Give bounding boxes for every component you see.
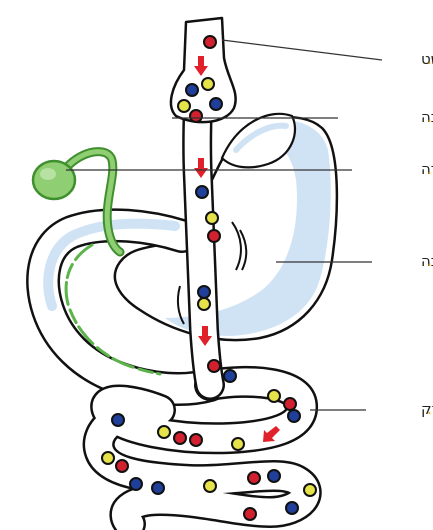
nutrient-ball-icon	[190, 110, 202, 122]
nutrient-ball-icon	[284, 398, 296, 410]
nutrient-ball-icon	[102, 452, 114, 464]
gallbladder-sac	[33, 161, 75, 199]
nutrient-ball-icon	[286, 502, 298, 514]
nutrient-ball-icon	[204, 480, 216, 492]
labels: ושט . כיס הקיבה . כיס מרה . קיבה . מעי ד…	[421, 50, 433, 418]
nutrient-ball-icon	[112, 414, 124, 426]
leader-crop	[222, 40, 382, 60]
nutrient-ball-icon	[224, 370, 236, 382]
nutrient-ball-icon	[190, 434, 202, 446]
nutrient-ball-icon	[304, 484, 316, 496]
nutrient-ball-icon	[186, 84, 198, 96]
label-bullet: .	[427, 160, 432, 178]
label-bullet: .	[427, 252, 432, 270]
nutrient-ball-icon	[130, 478, 142, 490]
nutrient-ball-icon	[196, 186, 208, 198]
nutrient-ball-icon	[206, 212, 218, 224]
nutrient-ball-icon	[178, 100, 190, 112]
nutrient-ball-icon	[208, 360, 220, 372]
nutrient-ball-icon	[208, 230, 220, 242]
nutrient-ball-icon	[158, 426, 170, 438]
nutrient-ball-icon	[244, 508, 256, 520]
nutrient-ball-icon	[288, 410, 300, 422]
nutrient-ball-icon	[152, 482, 164, 494]
nutrient-ball-icon	[248, 472, 260, 484]
label-bullet: .	[427, 50, 432, 68]
nutrient-ball-icon	[268, 470, 280, 482]
nutrient-ball-icon	[174, 432, 186, 444]
label-bullet: .	[427, 108, 432, 126]
nutrient-ball-icon	[204, 36, 216, 48]
nutrient-ball-icon	[198, 286, 210, 298]
nutrient-ball-icon	[268, 390, 280, 402]
nutrient-ball-icon	[198, 298, 210, 310]
nutrient-ball-icon	[202, 78, 214, 90]
nutrient-ball-icon	[116, 460, 128, 472]
nutrient-ball-icon	[232, 438, 244, 450]
nutrient-ball-icon	[210, 98, 222, 110]
label-bullet: .	[427, 400, 432, 418]
